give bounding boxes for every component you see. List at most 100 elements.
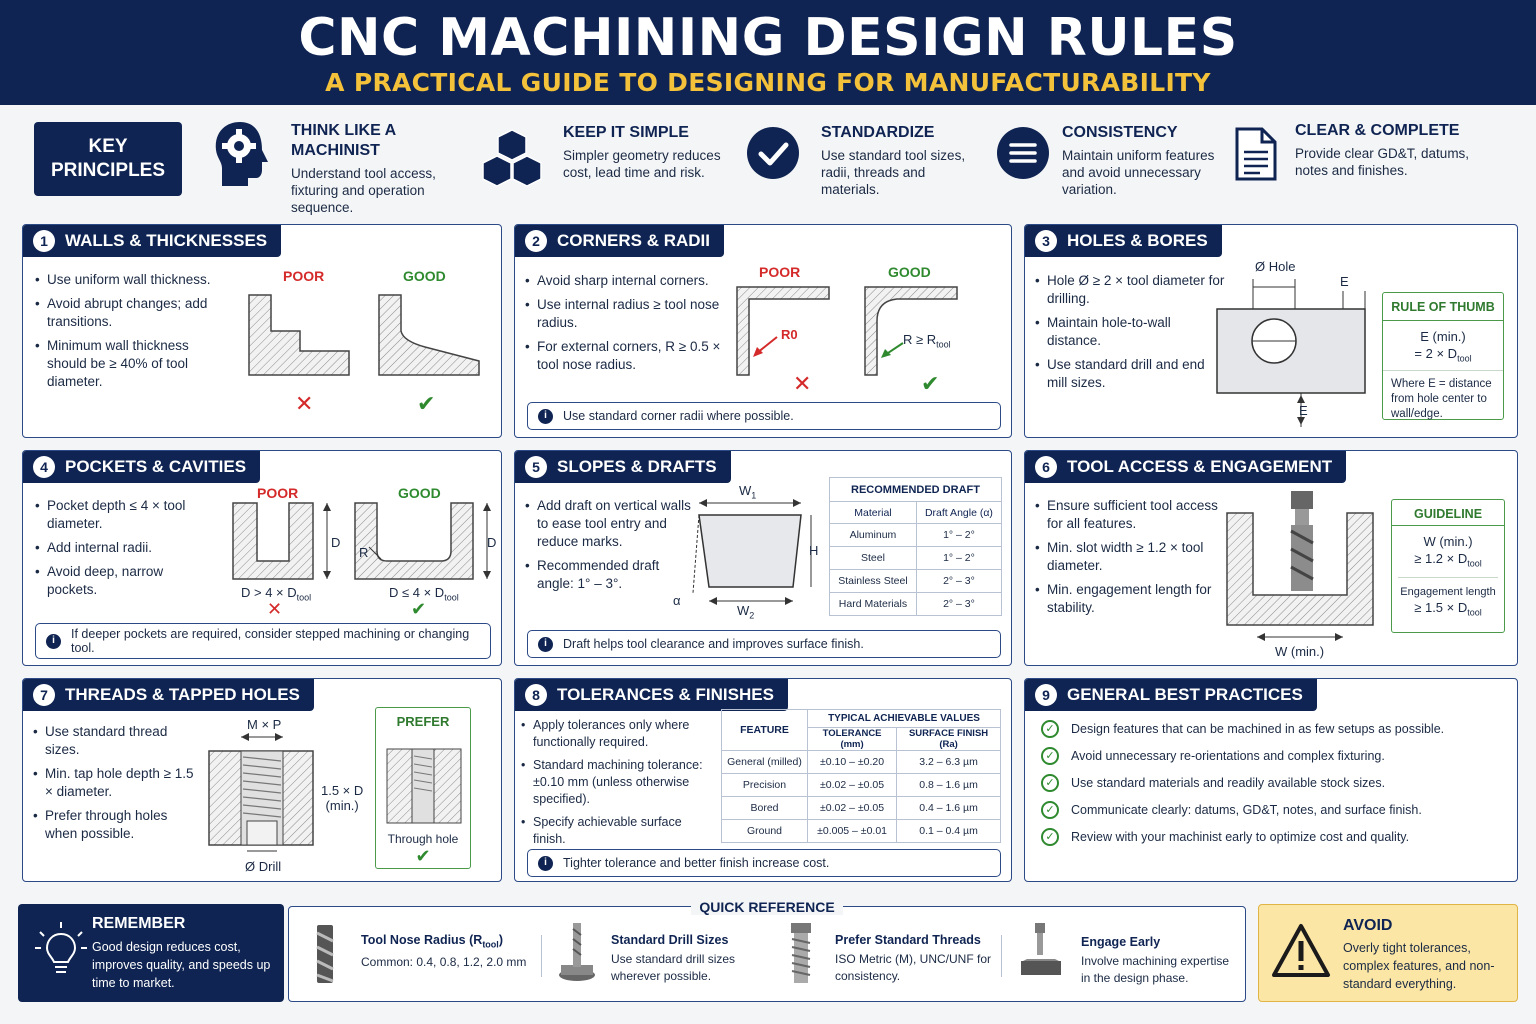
quick-item-threads: Prefer Standard Threads ISO Metric (M), …: [835, 933, 991, 983]
prefer-box: PREFER Through hole ✔: [375, 707, 471, 869]
poor-x-icon: ✕: [793, 371, 812, 396]
drill-label: Ø Drill: [245, 859, 282, 874]
list-item: ✓Communicate clearly: datums, GD&T, note…: [1041, 796, 1511, 823]
quick-item-nose-radius: Tool Nose Radius (Rtool) Common: 0.4, 0.…: [361, 933, 527, 969]
good-label: GOOD: [403, 268, 446, 284]
good-label: GOOD: [398, 485, 441, 501]
tool-access-diagram: [1226, 491, 1374, 641]
bullet-list: Use standard thread sizes.Min. tap hole …: [33, 723, 203, 849]
page-title: CNC MACHINING DESIGN RULES: [298, 8, 1238, 68]
best-practices-list: ✓Design features that can be machined in…: [1041, 715, 1511, 850]
poor-label: POOR: [257, 485, 299, 501]
lines-circle-icon: [996, 126, 1050, 180]
poor-label: POOR: [759, 264, 801, 280]
end-mill-icon: [316, 925, 334, 983]
list-item: ✓Design features that can be machined in…: [1041, 715, 1511, 742]
poor-label: POOR: [283, 268, 325, 284]
machine-icon: [1021, 923, 1061, 975]
bullet-list: Pocket depth ≤ 4 × tool diameter.Add int…: [35, 497, 215, 605]
poor-caption: D > 4 × Dtool: [241, 585, 312, 603]
key-principles-badge: KEY PRINCIPLES: [34, 122, 182, 196]
height-label: H: [809, 543, 819, 558]
rule-of-thumb-box: RULE OF THUMB E (min.) = 2 × Dtool Where…: [1382, 292, 1504, 420]
good-check-icon: ✔: [415, 846, 431, 866]
quick-reference: QUICK REFERENCE Tool Nose Radius (Rtool)…: [288, 899, 1246, 1002]
depth-label: D: [487, 535, 497, 550]
hole-diagram: [1216, 279, 1366, 427]
quick-reference-title: QUICK REFERENCE: [691, 899, 843, 915]
draft-diagram: [692, 499, 812, 605]
guideline-box: GUIDELINE W (min.) ≥ 1.2 × Dtool Engagem…: [1391, 499, 1505, 633]
info-icon: i: [46, 633, 61, 649]
info-icon: i: [538, 636, 553, 652]
tapped-hole-diagram: [208, 733, 314, 852]
bullet-list: Ensure sufficient tool access for all fe…: [1035, 497, 1220, 623]
list-item: ✓Review with your machinist early to opt…: [1041, 823, 1511, 850]
depth-label: D: [331, 535, 341, 550]
corner-diagram: [736, 286, 958, 376]
check-icon: ✓: [1041, 827, 1059, 846]
bullet-list: Apply tolerances only where functionally…: [521, 717, 717, 854]
bullet-list: Use uniform wall thickness.Avoid abrupt …: [35, 271, 225, 397]
check-icon: ✓: [1041, 746, 1059, 765]
w1-label: W1: [739, 483, 757, 501]
info-icon: i: [538, 408, 553, 424]
principle-standardize: STANDARDIZE Use standard tool sizes, rad…: [821, 124, 966, 197]
depth-label: 1.5 × D(min.): [321, 783, 364, 813]
bullet-list: Hole Ø ≥ 2 × tool diameter for drilling.…: [1035, 272, 1225, 398]
info-icon: i: [538, 855, 553, 871]
r0-label: R0: [781, 327, 798, 342]
check-icon: ✓: [1041, 719, 1059, 738]
principle-think: THINK LIKE A MACHINIST Understand tool a…: [291, 122, 436, 215]
e-label-bottom: E: [1299, 403, 1308, 418]
check-circle-icon: [746, 126, 800, 180]
cubes-icon: [480, 128, 544, 188]
page-subtitle: A PRACTICAL GUIDE TO DESIGNING FOR MANUF…: [325, 68, 1211, 97]
poor-x-icon: ✕: [267, 599, 283, 619]
principle-consistency: CONSISTENCY Maintain uniform features an…: [1062, 124, 1215, 197]
avoid-title: AVOID: [1343, 917, 1393, 934]
quick-item-engage: Engage Early Involve machining expertise…: [1081, 935, 1230, 985]
lightbulb-icon: [35, 922, 87, 973]
page-header: CNC MACHINING DESIGN RULES A PRACTICAL G…: [0, 0, 1536, 105]
check-icon: ✓: [1041, 800, 1059, 819]
good-check-icon: ✔: [921, 371, 940, 396]
remember-desc: Good design reduces cost, improves quali…: [92, 940, 271, 990]
drill-icon: [559, 923, 595, 981]
principle-clear: CLEAR & COMPLETE Provide clear GD&T, dat…: [1295, 122, 1470, 178]
remember-box: REMEMBER Good design reduces cost, impro…: [18, 904, 284, 1002]
head-gear-icon: [210, 118, 276, 190]
alpha-label: α: [673, 593, 681, 608]
poor-x-icon: ✕: [295, 391, 314, 416]
w-min-label: W (min.): [1275, 644, 1325, 659]
avoid-desc: Overly tight tolerances, complex feature…: [1343, 941, 1495, 991]
warning-icon: [1272, 924, 1330, 977]
e-label-top: E: [1340, 274, 1349, 289]
quick-item-drill: Standard Drill Sizes Use standard drill …: [611, 933, 736, 983]
rtool-label: R ≥ Rtool: [903, 332, 951, 350]
radius-label: R: [359, 545, 369, 560]
avoid-box: AVOID Overly tight tolerances, complex f…: [1258, 904, 1518, 1002]
bullet-list: Add draft on vertical walls to ease tool…: [525, 497, 695, 599]
bullet-list: Avoid sharp internal corners.Use interna…: [525, 272, 730, 380]
